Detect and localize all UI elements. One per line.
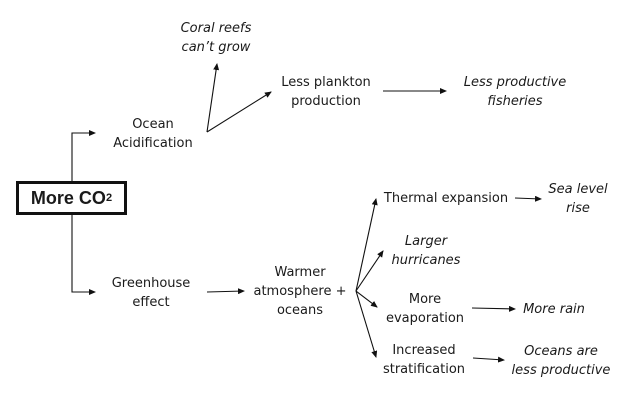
node-line: Acidification [113, 136, 193, 151]
node-greenhouse-effect: Greenhouse effect [112, 274, 191, 312]
node-line: rise [566, 201, 590, 216]
node-increased-stratification: Increased stratification [383, 341, 465, 379]
node-more-rain: More rain [523, 300, 585, 319]
edge-warmer-hurricanes [355, 250, 384, 292]
edge-greenhouse-warmer [206, 288, 245, 295]
node-line: Oceans are [524, 344, 598, 359]
node-line: Ocean [132, 117, 174, 132]
node-line: can’t grow [181, 40, 251, 55]
node-sea-level-rise: Sea level rise [548, 180, 607, 218]
node-more-evaporation: More evaporation [386, 290, 464, 328]
edge-root-ocean-acidification [71, 130, 96, 181]
node-line: production [291, 94, 361, 109]
edge-warmer-evaporation [355, 290, 378, 308]
edge-thermal-sealevel [514, 195, 542, 202]
node-line: Greenhouse [111, 276, 191, 291]
node-line: Increased [392, 343, 456, 358]
edge-stratification-oceans [472, 356, 505, 363]
edge-warmer-stratification [355, 290, 378, 358]
node-thermal-expansion: Thermal expansion [384, 189, 508, 208]
edge-warmer-thermal [355, 198, 378, 292]
node-line: Less plankton [281, 75, 371, 90]
node-line: less productive [511, 363, 611, 378]
edge-acidification-plankton [206, 91, 272, 133]
edge-acidification-coral [206, 63, 220, 133]
node-line: Larger [404, 234, 448, 249]
node-line: More rain [523, 302, 585, 317]
node-line: oceans [276, 303, 324, 318]
edge-root-greenhouse [71, 215, 96, 295]
node-line: Sea level [548, 182, 608, 197]
node-line: hurricanes [391, 253, 461, 268]
edge-evaporation-rain [471, 305, 516, 312]
node-line: More [408, 292, 442, 307]
node-line: effect [132, 295, 170, 310]
node-line: atmosphere + [253, 284, 347, 299]
node-warmer: Warmer atmosphere + oceans [253, 263, 346, 320]
node-less-fisheries: Less productive fisheries [464, 73, 567, 111]
node-line: Coral reefs [180, 21, 252, 36]
node-larger-hurricanes: Larger hurricanes [392, 232, 461, 270]
node-line: evaporation [385, 311, 465, 326]
node-ocean-acidification: Ocean Acidification [113, 115, 193, 153]
root-subscript: 2 [105, 192, 113, 204]
node-coral-reefs: Coral reefs can’t grow [181, 19, 252, 57]
node-line: Thermal expansion [383, 191, 509, 206]
node-line: Warmer [274, 265, 326, 280]
root-label: More CO [30, 187, 106, 208]
node-less-plankton: Less plankton production [281, 73, 371, 111]
node-oceans-less-productive: Oceans are less productive [512, 342, 611, 380]
node-line: fisheries [487, 94, 543, 109]
node-line: stratification [382, 362, 466, 377]
node-line: Less productive [463, 75, 567, 90]
